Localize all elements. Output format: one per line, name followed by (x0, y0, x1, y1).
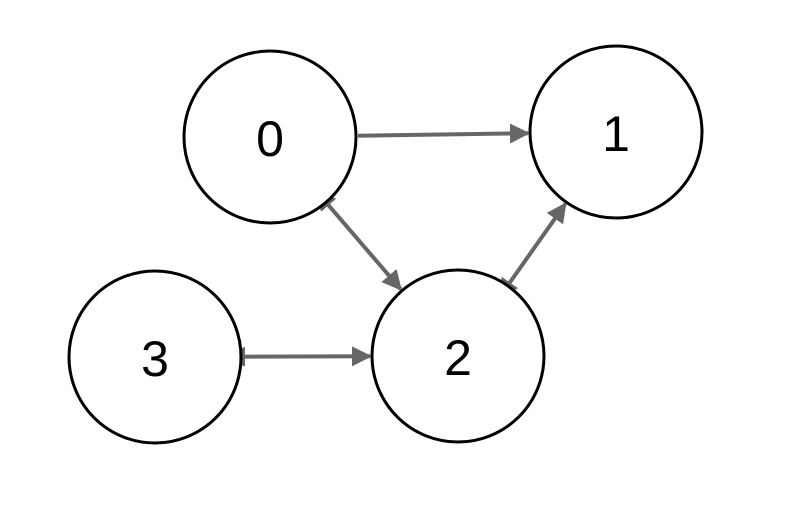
edge-0-2-bidirectional-arrow (315, 190, 403, 291)
node-1: 1 (528, 44, 704, 220)
edge-0-1-arrow (357, 123, 531, 144)
node-label-3: 3 (141, 331, 169, 387)
node-label-0: 0 (256, 111, 284, 167)
node-label-2: 2 (444, 330, 472, 386)
node-circle-2 (370, 268, 546, 444)
node-2: 2 (370, 268, 546, 444)
node-label-1: 1 (602, 106, 630, 162)
edge-2-1-bidirectional-arrow (498, 202, 567, 299)
node-circle-0 (182, 49, 358, 225)
node-circle-3 (67, 269, 243, 445)
nodes-layer: 0 1 2 3 (67, 44, 704, 445)
node-3: 3 (67, 269, 243, 445)
node-0: 0 (182, 49, 358, 225)
edges-layer (224, 123, 567, 367)
node-circle-1 (528, 44, 704, 220)
